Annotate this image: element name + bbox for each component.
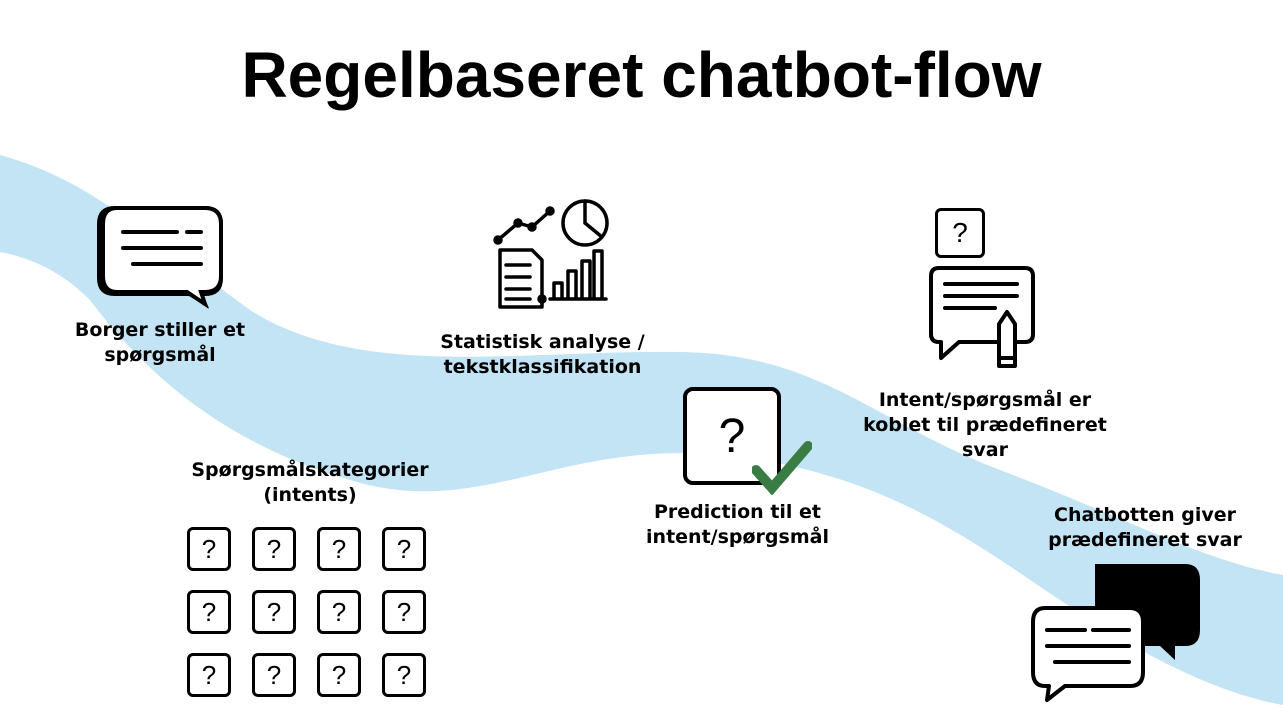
analytics-icon: [493, 199, 609, 309]
question-box-icon: ?: [683, 387, 781, 485]
intent-question-icon: ?: [252, 590, 296, 634]
intent-question-icon: ?: [382, 590, 426, 634]
step-prediction-label: Prediction til et intent/spørgsmål: [646, 501, 829, 548]
chat-bubbles-icon: [1031, 564, 1200, 702]
intent-question-icon: ?: [317, 590, 361, 634]
step-citizen-label: Borger stiller et spørgsmål: [74, 319, 246, 366]
intent-question-icon: ?: [382, 653, 426, 697]
intent-question-icon: ?: [317, 527, 361, 571]
page-title: Regelbaseret chatbot-flow: [241, 39, 1042, 111]
question-small-icon: ?: [935, 208, 985, 258]
intent-question-icon: ?: [252, 527, 296, 571]
intent-question-icon: ?: [187, 653, 231, 697]
step-categories-label: Spørgsmålskategorier (intents): [191, 459, 429, 506]
intent-question-icon: ?: [187, 527, 231, 571]
message-with-pencil-icon: [929, 266, 1035, 368]
speech-bubble-icon: [97, 206, 223, 309]
intent-question-icon: ?: [382, 527, 426, 571]
step-analysis-label: Statistisk analyse / tekstklassifikation: [440, 331, 645, 378]
intent-question-icon: ?: [252, 653, 296, 697]
step-linked-label: Intent/spørgsmål er koblet til prædefine…: [863, 389, 1107, 461]
step-answer-label: Chatbotten giver prædefineret svar: [1048, 504, 1242, 551]
checkmark-icon: [752, 441, 812, 495]
intent-question-icon: ?: [187, 590, 231, 634]
intent-question-icon: ?: [317, 653, 361, 697]
